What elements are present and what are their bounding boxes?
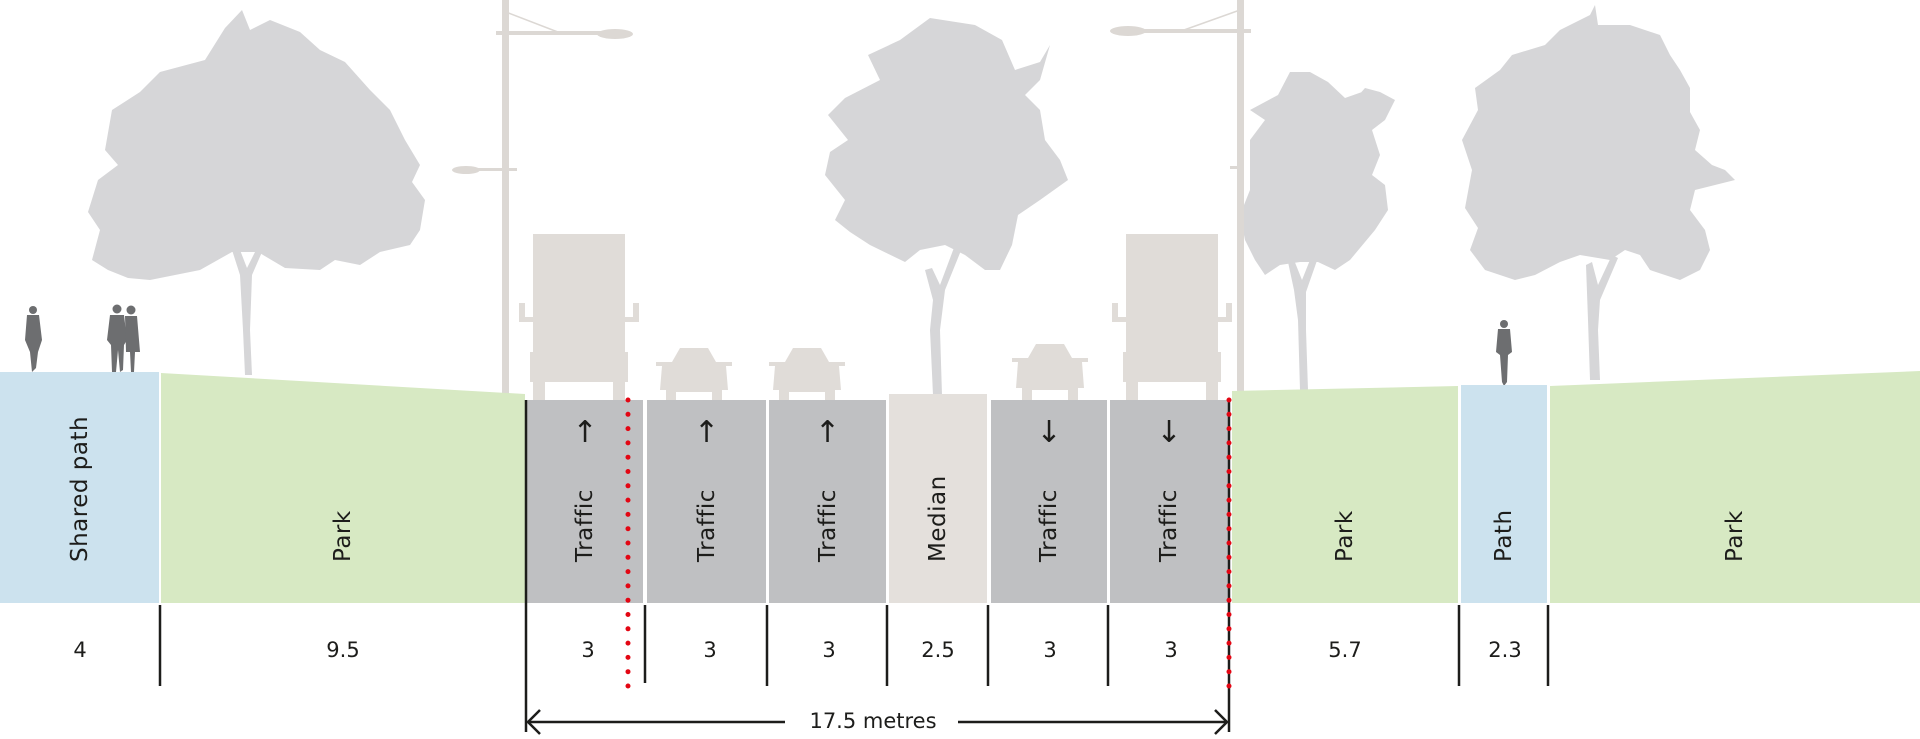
dimension-ticks	[158, 605, 1550, 686]
dimension-label: 2.3	[1488, 638, 1522, 662]
arrow-down-icon: ↓	[1036, 415, 1062, 450]
car-icon	[769, 348, 845, 400]
street-light-icon	[1110, 0, 1251, 392]
arrow-down-icon: ↓	[1156, 415, 1182, 450]
segment-path: Path	[1461, 385, 1547, 603]
tree-icon	[88, 10, 425, 375]
segment-traffic-1: ↑ Traffic	[527, 400, 643, 603]
pedestrian-icon	[1496, 320, 1512, 386]
segment-traffic-3: ↑ Traffic	[769, 400, 886, 603]
street-light-icon	[452, 0, 633, 395]
dimension-label: 3	[1164, 638, 1178, 662]
arrow-right-icon	[1214, 709, 1229, 735]
dimension-label: 9.5	[326, 638, 360, 662]
arrow-up-icon: ↑	[693, 415, 720, 450]
total-width-label: 17.5 metres	[795, 709, 951, 733]
tree-icon	[1462, 5, 1735, 380]
cyclist-icon	[25, 306, 42, 372]
tree-icon	[1240, 72, 1395, 390]
dimension-label: 4	[73, 638, 87, 662]
arrow-left-icon	[526, 709, 541, 735]
dimension-label: 3	[581, 638, 595, 662]
segment-traffic-4: ↓ Traffic	[991, 400, 1107, 603]
dimension-label: 3	[703, 638, 717, 662]
arrow-up-icon: ↑	[572, 415, 598, 450]
truck-icon	[519, 234, 639, 400]
walking-couple-icon	[107, 304, 140, 372]
dimension-label: 2.5	[921, 638, 955, 662]
tree-icon	[825, 18, 1068, 395]
car-icon	[1012, 344, 1088, 400]
dimension-label: 3	[822, 638, 836, 662]
segment-shared-path: Shared path	[0, 372, 159, 603]
segment-traffic-2: ↑ Traffic	[647, 400, 766, 603]
segment-median: Median	[889, 394, 987, 603]
dimension-label: 5.7	[1328, 638, 1362, 662]
dimension-label: 3	[1043, 638, 1057, 662]
truck-icon	[1112, 234, 1232, 400]
segment-traffic-5: ↓ Traffic	[1110, 400, 1228, 603]
car-icon	[656, 348, 732, 400]
arrow-up-icon: ↑	[814, 415, 841, 450]
